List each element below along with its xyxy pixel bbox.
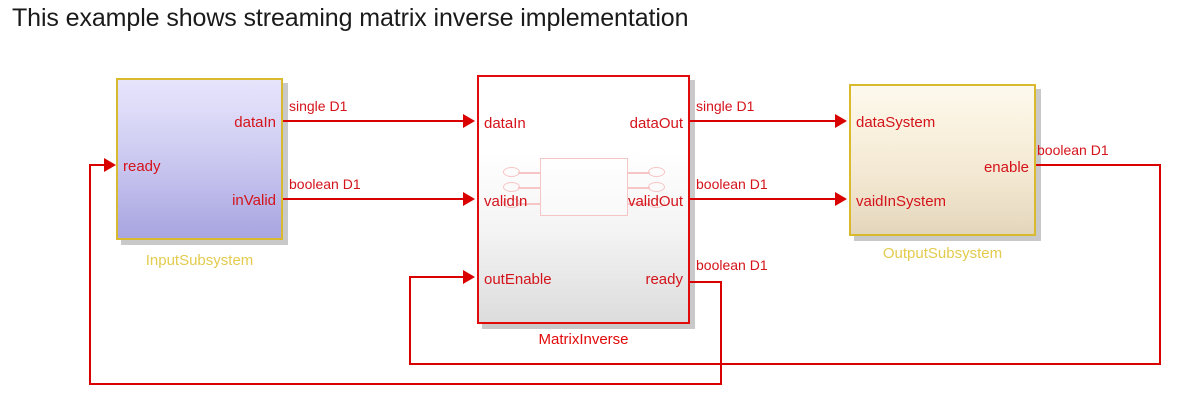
subsystem-glyph-input-line-3 xyxy=(518,203,541,205)
wire-ready-feedback-arrowhead xyxy=(104,158,116,172)
signal-label-input-data: single D1 xyxy=(289,98,348,114)
wire-enable-feedback-bottom xyxy=(409,363,1161,365)
output-subsystem-block[interactable] xyxy=(849,84,1036,236)
output-subsystem-port-datasystem: dataSystem xyxy=(856,114,936,131)
wire-ready-feedback-left-riser xyxy=(89,164,91,385)
wire-input-data xyxy=(283,120,465,122)
input-subsystem-port-invalid: inValid xyxy=(232,192,276,209)
signal-label-matrix-valid-out: boolean D1 xyxy=(696,176,768,192)
output-subsystem-caption: OutputSubsystem xyxy=(882,245,1003,262)
signal-label-output-enable: boolean D1 xyxy=(1037,142,1109,158)
wire-enable-feedback-into-outenable xyxy=(409,276,465,278)
matrix-inverse-port-outenable: outEnable xyxy=(484,271,552,288)
wire-matrix-data-out xyxy=(690,120,837,122)
matrix-inverse-port-datain: dataIn xyxy=(484,115,526,132)
matrix-inverse-port-ready: ready xyxy=(645,271,683,288)
wire-ready-feedback-bottom xyxy=(89,383,722,385)
input-subsystem-block[interactable] xyxy=(116,78,283,240)
wire-ready-feedback-right-riser xyxy=(720,281,722,385)
wire-matrix-valid-out-arrowhead xyxy=(835,192,847,206)
matrix-inverse-caption: MatrixInverse xyxy=(538,331,629,348)
wire-matrix-valid-out xyxy=(690,198,837,200)
wire-ready-feedback-top xyxy=(690,281,722,283)
wire-input-valid-arrowhead xyxy=(463,192,475,206)
subsystem-glyph-output-port-1 xyxy=(648,167,665,177)
subsystem-glyph-output-port-3 xyxy=(648,198,665,208)
subsystem-glyph-output-line-3 xyxy=(627,203,650,205)
signal-label-input-valid: boolean D1 xyxy=(289,176,361,192)
matrix-inverse-port-validin: validIn xyxy=(484,193,528,210)
wire-input-valid xyxy=(283,198,465,200)
subsystem-glyph-output-line-1 xyxy=(627,172,650,174)
subsystem-glyph-output-port-2 xyxy=(648,182,665,192)
subsystem-glyph-input-line-1 xyxy=(518,172,541,174)
input-subsystem-port-datain: dataIn xyxy=(234,114,276,131)
output-subsystem-port-vaidinsystem: vaidInSystem xyxy=(856,193,947,210)
subsystem-glyph-input-line-2 xyxy=(518,187,541,189)
subsystem-glyph-output-line-2 xyxy=(627,187,650,189)
output-subsystem-port-enable: enable xyxy=(983,159,1029,176)
input-subsystem-port-ready: ready xyxy=(123,158,161,175)
matrix-inverse-port-dataout: dataOut xyxy=(629,115,683,132)
subsystem-glyph-input-port-1 xyxy=(503,167,520,177)
page-title: This example shows streaming matrix inve… xyxy=(12,4,689,32)
wire-enable-feedback-top xyxy=(1036,164,1161,166)
matrix-inverse-port-validout: validOut xyxy=(627,193,683,210)
wire-matrix-data-out-arrowhead xyxy=(835,114,847,128)
wire-enable-feedback-arrowhead xyxy=(463,270,475,284)
input-subsystem-caption: InputSubsystem xyxy=(145,252,254,269)
wire-enable-feedback-left-riser xyxy=(409,276,411,365)
subsystem-glyph-input-port-2 xyxy=(503,182,520,192)
subsystem-glyph-input-port-3 xyxy=(503,198,520,208)
wire-enable-feedback-right-riser xyxy=(1159,164,1161,365)
wire-input-data-arrowhead xyxy=(463,114,475,128)
signal-label-matrix-data-out: single D1 xyxy=(696,98,755,114)
signal-label-matrix-ready: boolean D1 xyxy=(696,257,768,273)
wire-ready-feedback-into-ready xyxy=(89,164,106,166)
